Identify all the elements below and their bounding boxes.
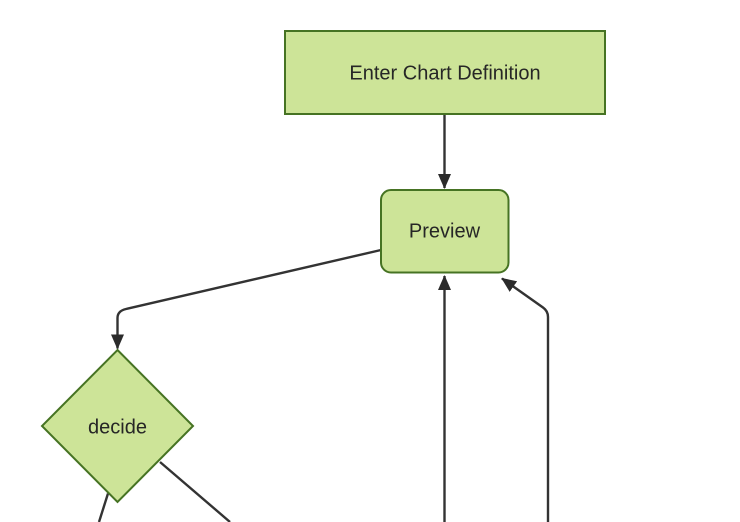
node-enter-chart-definition: Enter Chart Definition (284, 30, 606, 115)
enter-chart-definition-box (284, 30, 606, 115)
decide-diamond (40, 348, 195, 504)
edge-decide-to-offscreen-left (97, 493, 110, 522)
decide-label: decide (88, 417, 147, 439)
preview-label: Preview (409, 221, 481, 243)
node-preview: Preview (380, 189, 510, 274)
edge-decide-to-offscreen-right (159, 461, 231, 522)
preview-box (380, 189, 510, 274)
edge-offscreen-to-preview-corner (501, 277, 550, 522)
node-decide: decide (40, 348, 195, 504)
edge-preview-to-decide (111, 248, 382, 350)
enter-chart-definition-label: Enter Chart Definition (349, 63, 540, 85)
